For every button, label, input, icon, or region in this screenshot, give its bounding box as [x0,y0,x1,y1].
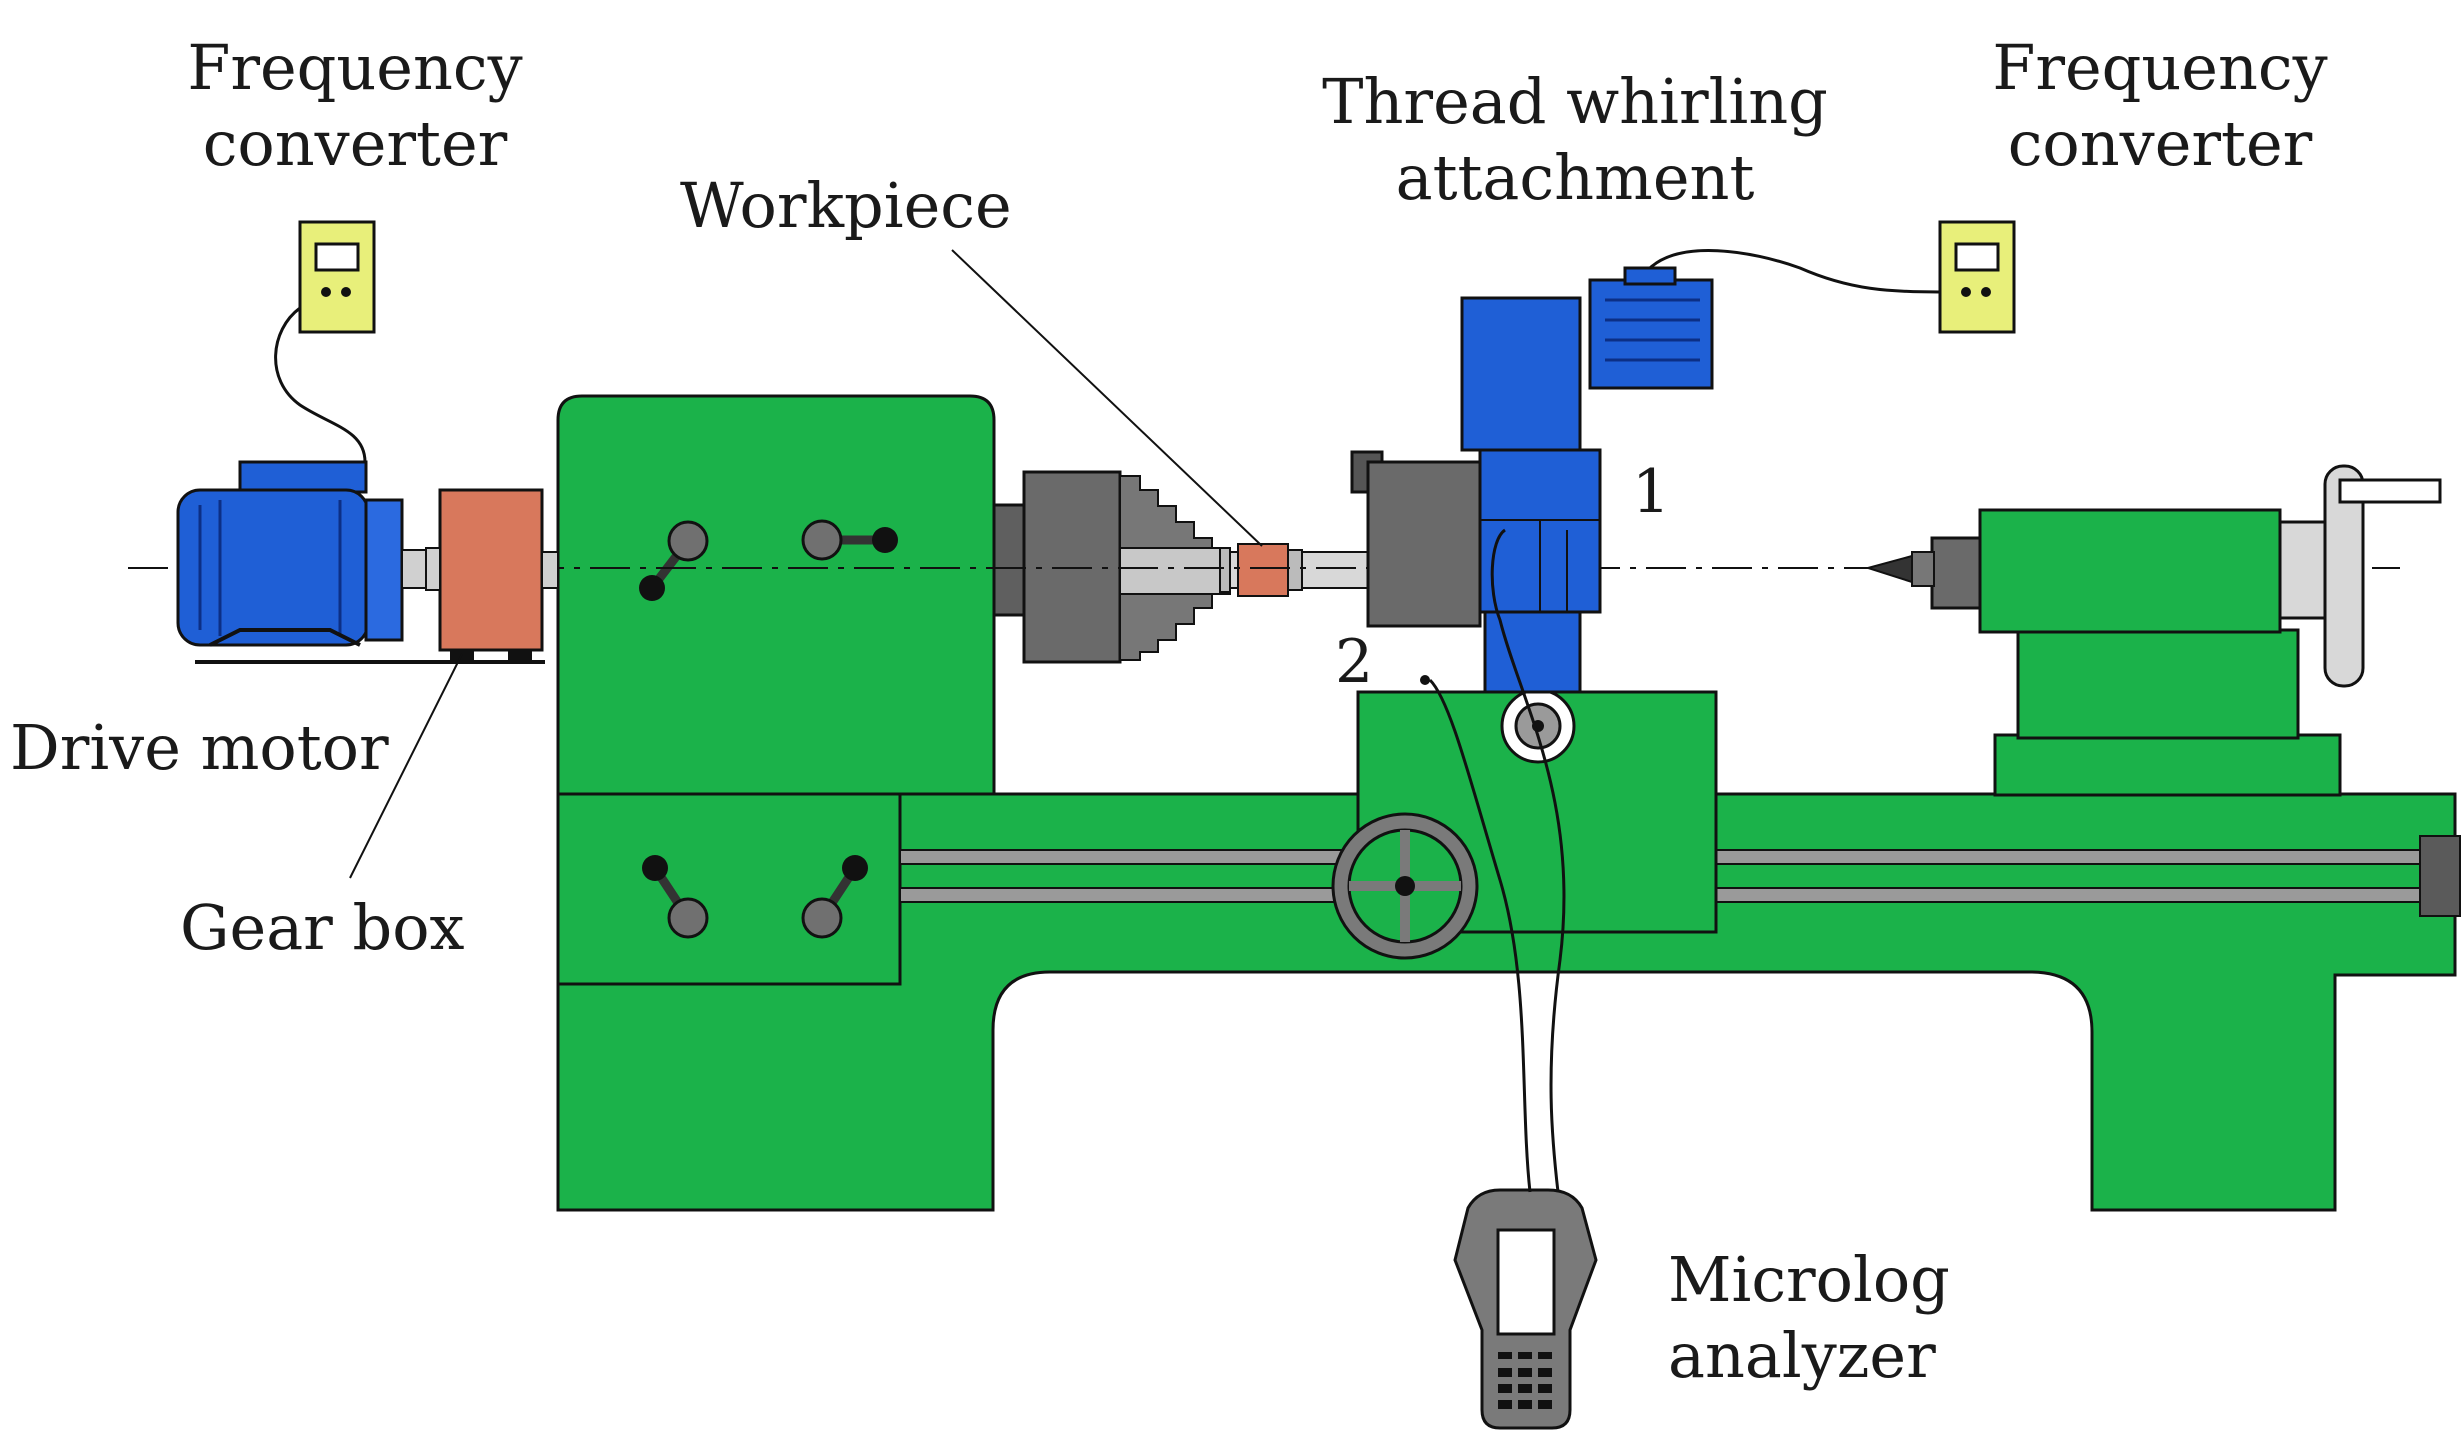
leader-workpiece [951,249,1263,547]
apron-lever-1[interactable] [642,855,709,939]
lathe-bed [556,792,2461,1212]
frequency-converter-left [298,220,376,334]
sensor-cable-2 [1428,678,1532,1193]
tailstock [1864,508,2342,797]
micrologger-analyzer [1453,1188,1598,1430]
thread-whirling-label: Thread whirling attachment [1305,64,1845,216]
freq-converter-left-line2: converter [202,107,508,180]
attachment-motor [1588,266,1714,390]
frequency-converter-right [1938,220,2016,334]
handwheel[interactable] [1331,812,1479,960]
apron-lever-2[interactable] [801,855,868,939]
thread-whirling-attachment [1460,296,1602,694]
marker-2: 2 [1335,627,1374,697]
drive-motor-label: Drive motor [10,711,389,784]
micrologger-line2: analyzer [1668,1319,1936,1392]
freq-converter-right-line1: Frequency [1992,31,2328,104]
sensor-cable-1 [1490,528,1566,1193]
gear-box [425,488,559,662]
micrologger-label: Microlog analyzer [1668,1242,1950,1394]
drive-motor [176,460,545,664]
apron-panel [556,792,902,986]
workpiece [1237,543,1303,597]
marker-1: 1 [1632,457,1671,527]
gear-box-label: Gear box [180,891,465,964]
thread-whirling-line2: attachment [1395,141,1755,214]
cable-left-converter [274,306,367,463]
rail-end-bracket [2419,835,2461,917]
sensor-2-dot [1420,675,1430,685]
freq-converter-left-line1: Frequency [187,31,523,104]
workpiece-label: Workpiece [680,169,1012,242]
headstock [556,394,996,939]
freq-converter-right-label: Frequency converter [1990,30,2330,182]
tailstock-handwheel[interactable] [2323,464,2442,688]
micrologger-line1: Microlog [1668,1243,1950,1316]
headstock-lever-1[interactable] [639,520,709,601]
carriage-knob[interactable] [1500,688,1576,764]
cable-right-converter [1648,249,1941,294]
headstock-lever-2[interactable] [801,519,898,561]
leader-gear-box [349,653,463,879]
freq-converter-right-line2: converter [2007,107,2313,180]
freq-converter-left-label: Frequency converter [185,30,525,182]
thread-whirling-line1: Thread whirling [1322,65,1828,138]
whirling-head [1350,450,1482,628]
